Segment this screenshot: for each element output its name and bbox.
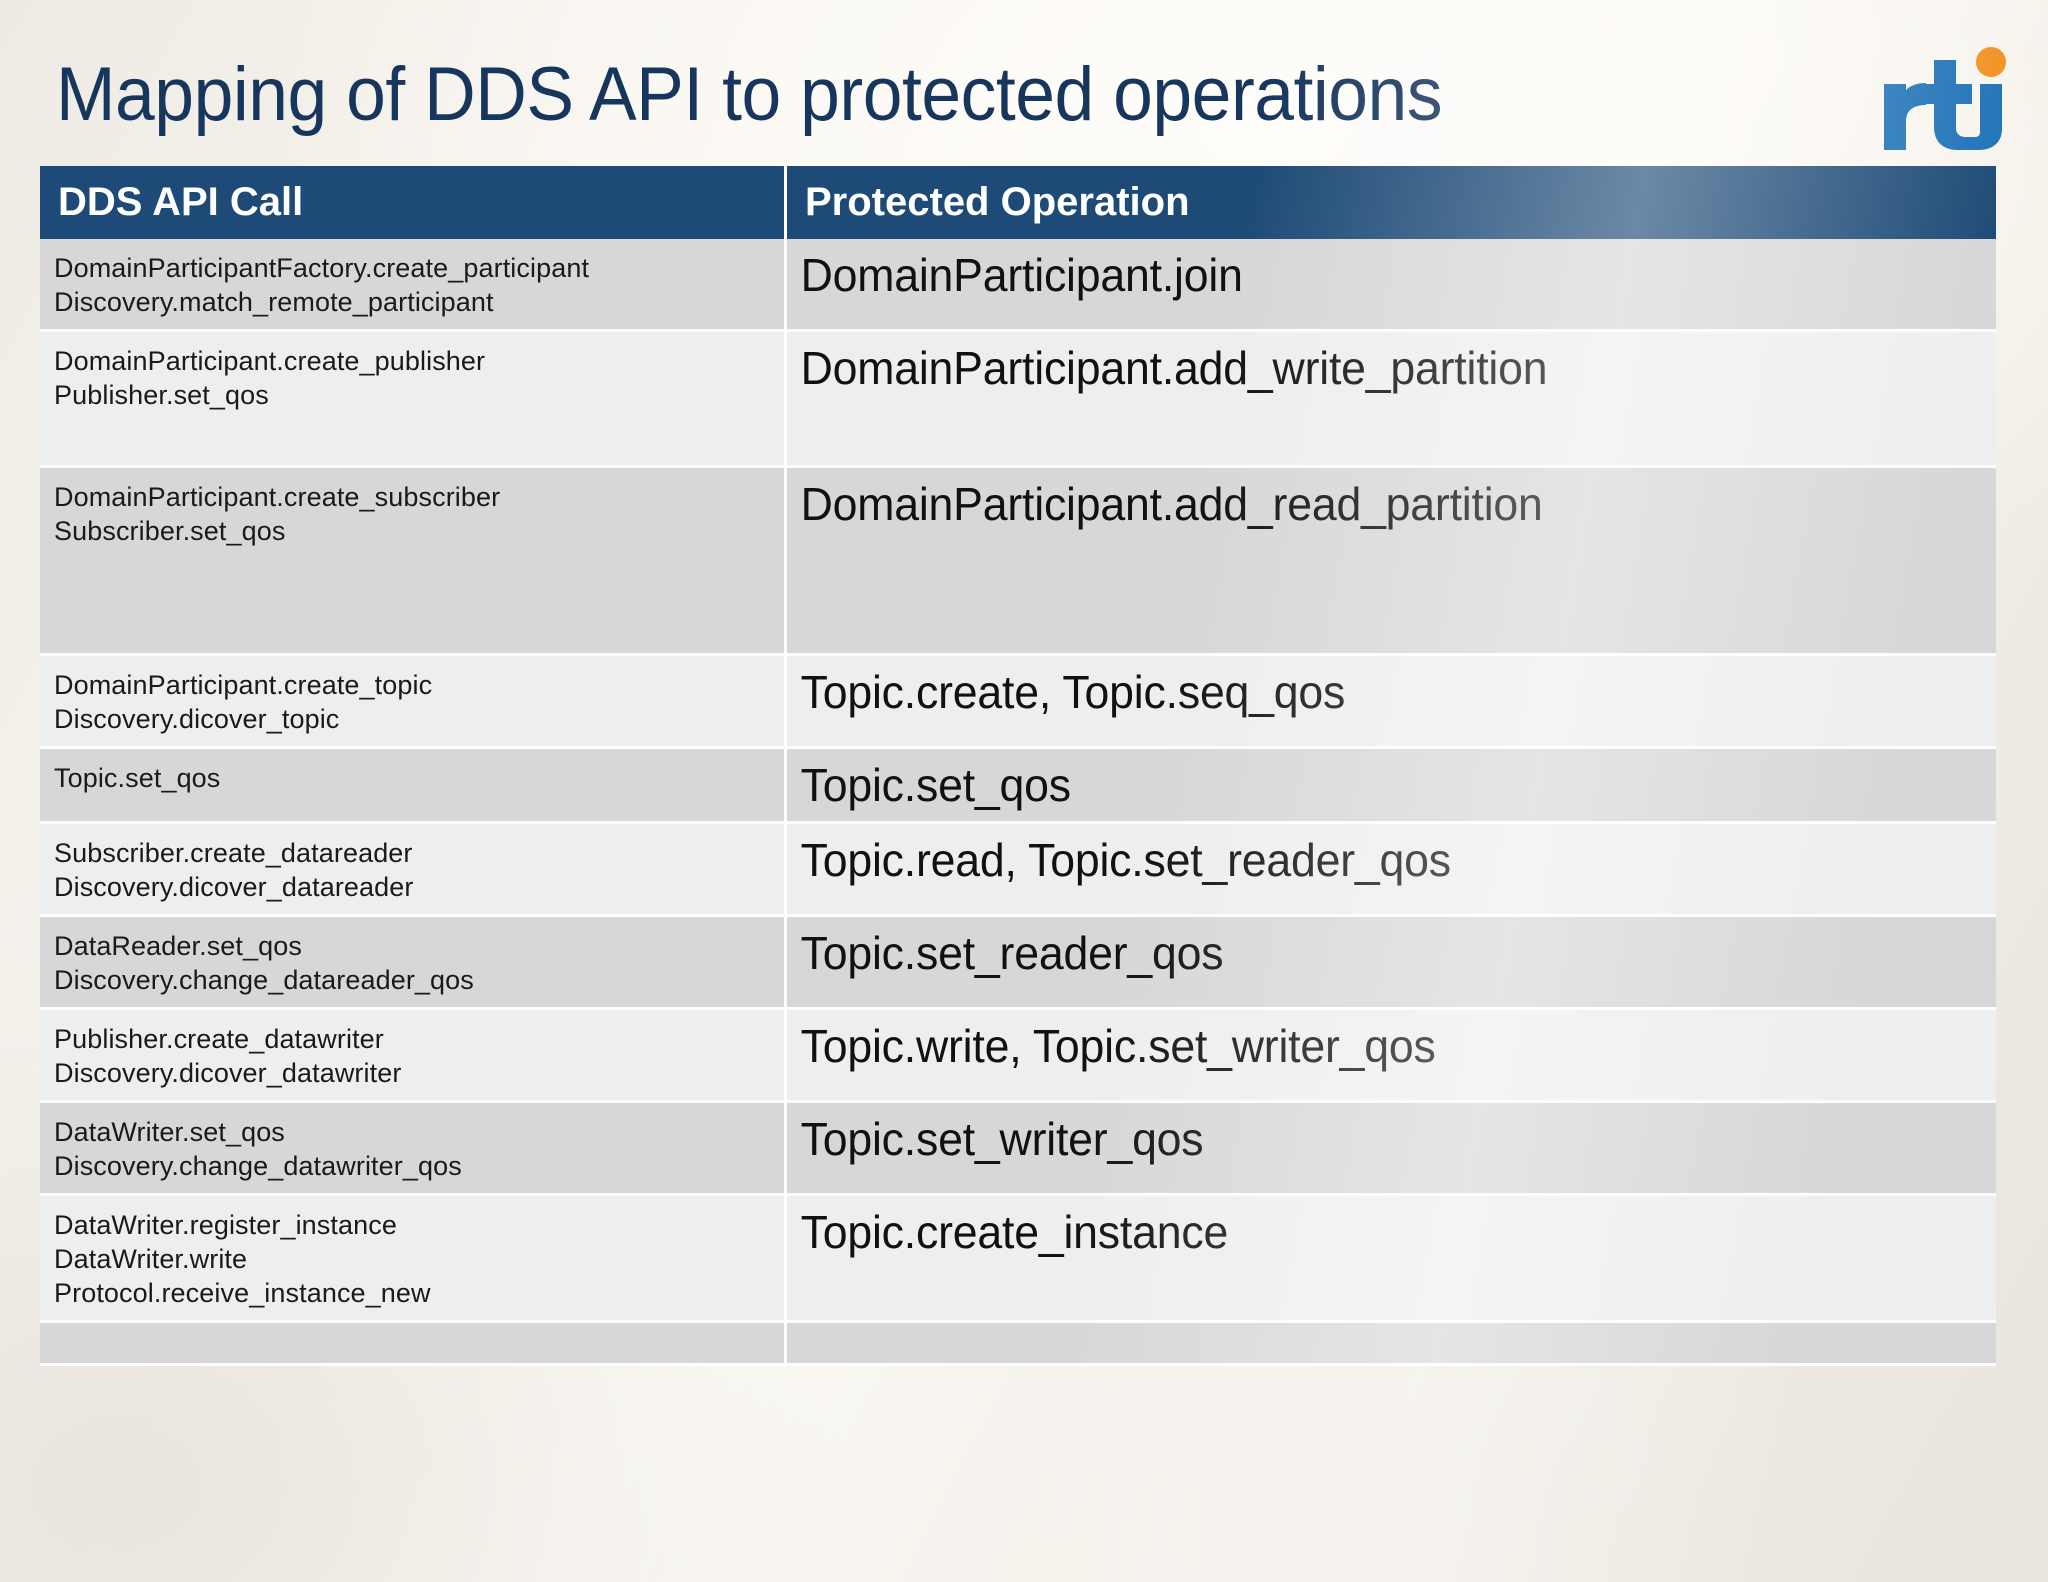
column-header-protected-operation: Protected Operation [787, 166, 1996, 239]
api-line: DataReader.set_qos [54, 931, 302, 961]
operation-text: Topic.write, Topic.set_writer_qos [800, 1020, 1436, 1072]
table-row: DomainParticipantFactory.create_particip… [40, 239, 1996, 332]
operation-text: Topic.read, Topic.set_reader_qos [800, 834, 1451, 886]
table-row: DataReader.set_qos Discovery.change_data… [40, 917, 1996, 1010]
table-row-partial [40, 1323, 1996, 1366]
cell-api-call: Subscriber.create_datareader Discovery.d… [40, 824, 787, 917]
api-line: Publisher.set_qos [54, 380, 269, 410]
cell-protected-operation: Topic.create_instance [787, 1196, 1996, 1323]
table-row: Topic.set_qos Topic.set_qos [40, 749, 1996, 824]
api-line: DomainParticipantFactory.create_particip… [54, 253, 590, 283]
operation-text: Topic.create, Topic.seq_qos [800, 666, 1346, 718]
operation-text: Topic.set_writer_qos [800, 1113, 1204, 1165]
rti-logo [1882, 36, 2014, 152]
api-line: Discovery.change_datareader_qos [54, 965, 474, 995]
api-line: Discovery.dicover_datareader [54, 872, 414, 902]
api-line: Subscriber.create_datareader [54, 838, 413, 868]
cell-protected-operation: Topic.set_reader_qos [787, 917, 1996, 1010]
cell-protected-operation: DomainParticipant.add_write_partition [787, 332, 1996, 468]
operation-text: DomainParticipant.add_read_partition [800, 478, 1543, 530]
api-line: DomainParticipant.create_publisher [54, 346, 486, 376]
api-line: DataWriter.write [54, 1244, 248, 1274]
api-line: Discovery.match_remote_participant [54, 287, 494, 317]
cell-api-call: DomainParticipant.create_subscriber Subs… [40, 468, 787, 656]
operation-text: Topic.set_qos [800, 759, 1072, 811]
api-line: Protocol.receive_instance_new [54, 1278, 431, 1308]
api-line: DomainParticipant.create_topic [54, 670, 433, 700]
cell-protected-operation: DomainParticipant.add_read_partition [787, 468, 1996, 656]
api-line: DataWriter.set_qos [54, 1117, 285, 1147]
cell-api-call: Topic.set_qos [40, 749, 787, 824]
api-line: Subscriber.set_qos [54, 516, 286, 546]
api-line: Discovery.dicover_topic [54, 704, 340, 734]
operation-text: DomainParticipant.add_write_partition [800, 342, 1548, 394]
cell-protected-operation: Topic.write, Topic.set_writer_qos [787, 1010, 1996, 1103]
cell-api-call [40, 1323, 787, 1366]
cell-api-call: Publisher.create_datawriter Discovery.di… [40, 1010, 787, 1103]
cell-protected-operation: Topic.create, Topic.seq_qos [787, 656, 1996, 749]
cell-api-call: DataWriter.register_instance DataWriter.… [40, 1196, 787, 1323]
operation-text: DomainParticipant.join [800, 249, 1243, 301]
table-row: Subscriber.create_datareader Discovery.d… [40, 824, 1996, 917]
cell-api-call: DataWriter.set_qos Discovery.change_data… [40, 1103, 787, 1196]
table-row: DataWriter.register_instance DataWriter.… [40, 1196, 1996, 1323]
cell-protected-operation [787, 1323, 1996, 1366]
api-line: Discovery.change_datawriter_qos [54, 1151, 462, 1181]
table-row: Publisher.create_datawriter Discovery.di… [40, 1010, 1996, 1103]
cell-protected-operation: Topic.read, Topic.set_reader_qos [787, 824, 1996, 917]
operation-text: Topic.set_reader_qos [800, 927, 1224, 979]
operation-text: Topic.create_instance [800, 1206, 1229, 1258]
api-mapping-table: DDS API Call Protected Operation DomainP… [40, 166, 1996, 1366]
operation-text [787, 1323, 1960, 1335]
table-header-row: DDS API Call Protected Operation [40, 166, 1996, 239]
table-row: DomainParticipant.create_topic Discovery… [40, 656, 1996, 749]
api-line: Topic.set_qos [54, 763, 221, 793]
table-row: DomainParticipant.create_subscriber Subs… [40, 468, 1996, 656]
cell-protected-operation: Topic.set_writer_qos [787, 1103, 1996, 1196]
table-row: DataWriter.set_qos Discovery.change_data… [40, 1103, 1996, 1196]
api-line: Discovery.dicover_datawriter [54, 1058, 402, 1088]
cell-api-call: DomainParticipant.create_publisher Publi… [40, 332, 787, 468]
api-line: DomainParticipant.create_subscriber [54, 482, 501, 512]
table-row: DomainParticipant.create_publisher Publi… [40, 332, 1996, 468]
column-header-dds-api-call: DDS API Call [40, 166, 787, 239]
api-line: Publisher.create_datawriter [54, 1024, 384, 1054]
cell-api-call: DataReader.set_qos Discovery.change_data… [40, 917, 787, 1010]
page-title: Mapping of DDS API to protected operatio… [56, 52, 1443, 137]
cell-api-call: DomainParticipantFactory.create_particip… [40, 239, 787, 332]
api-line: DataWriter.register_instance [54, 1210, 397, 1240]
cell-protected-operation: DomainParticipant.join [787, 239, 1996, 332]
cell-protected-operation: Topic.set_qos [787, 749, 1996, 824]
cell-api-call: DomainParticipant.create_topic Discovery… [40, 656, 787, 749]
